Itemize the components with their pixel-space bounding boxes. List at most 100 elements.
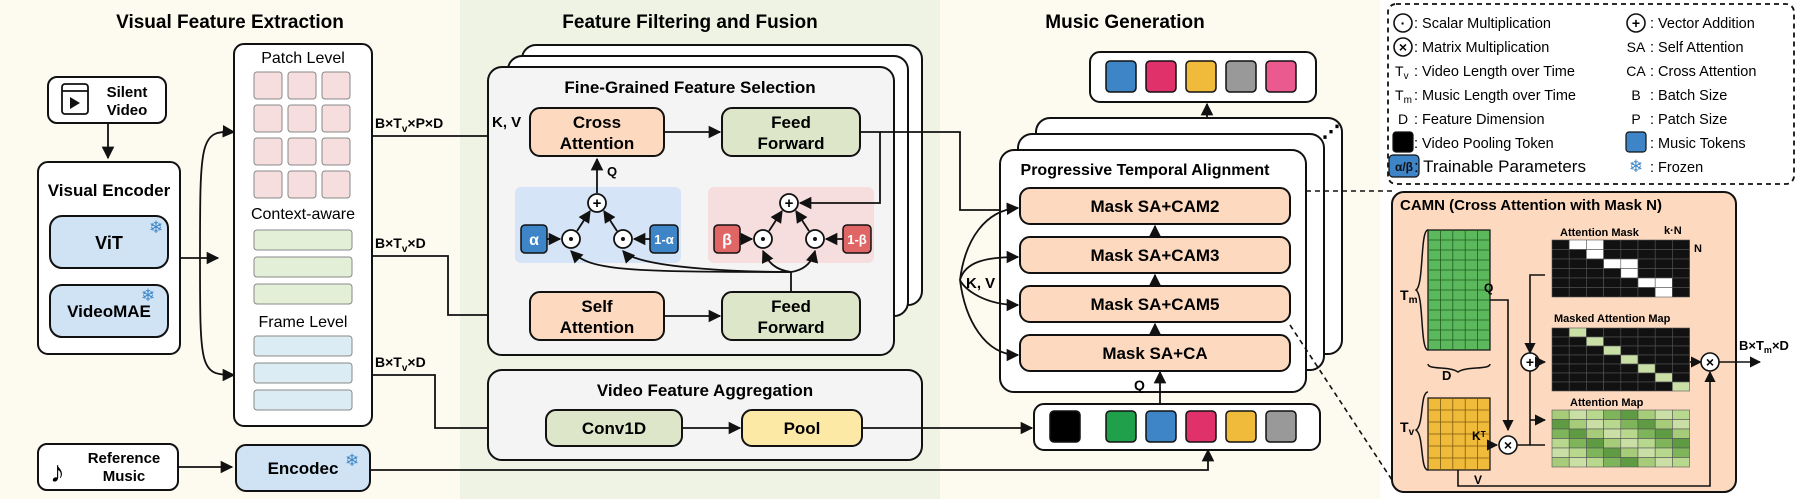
context-token: [253, 229, 353, 251]
pta-title: Progressive Temporal Alignment: [1021, 162, 1271, 179]
frame-dim-label: B×Tv×D: [375, 354, 426, 374]
context-token: [253, 256, 353, 278]
svg-text:+: +: [1632, 15, 1640, 31]
svg-text:Cross: Cross: [573, 113, 621, 132]
frame-token: [253, 389, 353, 411]
patch-token: [321, 104, 351, 133]
legend-box: [1387, 3, 1795, 185]
music-note-icon: ♪: [50, 456, 65, 489]
svg-text:Self: Self: [581, 297, 613, 316]
silent-video-input: Silent Video: [47, 76, 167, 124]
conditioning-tokens: [1049, 410, 1297, 443]
svg-text:: Matrix Multiplication: : Matrix Multiplication: [1414, 40, 1549, 56]
svg-text:: Vector Addition: : Vector Addition: [1650, 16, 1755, 32]
video-pooling-token: [1049, 410, 1081, 443]
patch-token: [253, 71, 283, 100]
svg-text:β: β: [722, 232, 732, 249]
kt-label: Kᵀ: [1472, 429, 1486, 443]
attention-mask-label: Attention Mask: [1560, 227, 1640, 239]
patch-token: [253, 104, 283, 133]
pta-layer-label: Mask SA+CAM5: [1091, 295, 1220, 314]
music-token: [1265, 410, 1297, 443]
svg-text:: Music Length over Time: : Music Length over Time: [1414, 88, 1576, 104]
patch-token: [253, 137, 283, 166]
svg-text:1-β: 1-β: [847, 232, 867, 247]
patch-token: [321, 170, 351, 199]
svg-text:: Feature Dimension: : Feature Dimension: [1414, 112, 1545, 128]
patch-token: [287, 104, 317, 133]
legend-item: α/β: Trainable Parameters: [1388, 154, 1586, 178]
music-token: [1105, 410, 1137, 443]
key-matrix: [1427, 397, 1491, 471]
svg-text:CA: CA: [1626, 63, 1646, 79]
svg-text:α/β: α/β: [1395, 160, 1413, 174]
svg-text:Video: Video: [107, 102, 148, 119]
attention-map-label: Attention Map: [1570, 397, 1644, 409]
svg-text:: Batch Size: : Batch Size: [1650, 88, 1727, 104]
pta-layer-label: Mask SA+CAM2: [1091, 197, 1220, 216]
visual-encoder-box: Visual Encoder ViT ❄ VideoMAE ❄: [37, 161, 181, 355]
svg-text:·: ·: [1401, 15, 1406, 31]
svg-text:1-α: 1-α: [654, 232, 674, 247]
music-output-tokens: [1105, 60, 1297, 93]
section-title-visual: Visual Feature Extraction: [116, 12, 344, 33]
legend-item: : Music Tokens: [1625, 131, 1746, 153]
legend-item: + : Vector Addition: [1626, 13, 1755, 33]
svg-text:D: D: [1398, 111, 1408, 127]
svg-text:Reference: Reference: [88, 450, 161, 467]
legend-item: D : Feature Dimension: [1398, 111, 1545, 128]
more-layers-ellipsis: ⋰: [1322, 122, 1340, 142]
patch-dim-label: B×Tv×P×D: [375, 115, 443, 135]
frame-token: [253, 335, 353, 357]
q-label: Q: [607, 164, 617, 179]
svg-text:×: ×: [1399, 39, 1407, 55]
frame-level-label: Frame Level: [259, 314, 348, 331]
svg-text:: Patch Size: : Patch Size: [1650, 112, 1727, 128]
svg-text:Pool: Pool: [784, 419, 821, 438]
svg-text:Encodec: Encodec: [268, 459, 339, 478]
legend-item: Tv: Video Length over Time: [1395, 63, 1575, 82]
aggregation-title: Video Feature Aggregation: [597, 381, 813, 400]
svg-text:Feed: Feed: [771, 297, 811, 316]
add-icon: [587, 193, 607, 213]
videomae-block: [49, 284, 169, 338]
feature-levels-box: Patch Level Context-aware Frame Level: [233, 43, 373, 427]
svg-text:B: B: [1631, 87, 1640, 103]
svg-text:Conv1D: Conv1D: [582, 419, 646, 438]
context-token: [253, 283, 353, 305]
visual-encoder-title: Visual Encoder: [48, 181, 171, 200]
attention-map-grid: [1551, 409, 1690, 468]
pta-q-label: Q: [1134, 377, 1145, 393]
svg-text:Forward: Forward: [757, 318, 824, 337]
video-clapper-icon: [61, 83, 89, 115]
svg-text:+: +: [1526, 354, 1534, 370]
svg-text:❄: ❄: [1629, 157, 1643, 176]
patch-level-label: Patch Level: [261, 50, 345, 67]
legend-item: P: Patch Size: [1631, 111, 1727, 128]
legend-item: B : Batch Size: [1631, 87, 1727, 104]
svg-text:: Cross Attention: : Cross Attention: [1650, 64, 1756, 80]
frozen-snowflake-icon: ❄: [141, 286, 155, 305]
svg-text:: Trainable Parameters: : Trainable Parameters: [1414, 157, 1586, 176]
svg-text:α: α: [529, 232, 539, 249]
svg-text:Attention: Attention: [560, 318, 635, 337]
music-token: [1145, 410, 1177, 443]
legend-item: ❄: Frozen: [1629, 157, 1703, 176]
legend-item: × : Matrix Multiplication: [1393, 37, 1549, 57]
svg-text:SA: SA: [1627, 39, 1646, 55]
svg-text:: Self Attention: : Self Attention: [1650, 40, 1744, 56]
masked-attention-map-grid: [1551, 327, 1690, 392]
legend-items: ·: Scalar Multiplication×: Matrix Multip…: [1388, 13, 1756, 178]
svg-text:Attention: Attention: [560, 134, 635, 153]
camn-v-label: V: [1474, 473, 1482, 487]
legend-item: CA: Cross Attention: [1626, 63, 1756, 80]
patch-token: [253, 170, 283, 199]
pta-layer-block: [1019, 187, 1291, 225]
frame-token-stack: [253, 335, 353, 411]
frozen-snowflake-icon: ❄: [149, 218, 163, 237]
reference-music-input: ♪ Reference Music: [37, 443, 179, 491]
svg-text:×: ×: [1504, 437, 1512, 453]
music-token: [1185, 410, 1217, 443]
patch-token: [287, 137, 317, 166]
